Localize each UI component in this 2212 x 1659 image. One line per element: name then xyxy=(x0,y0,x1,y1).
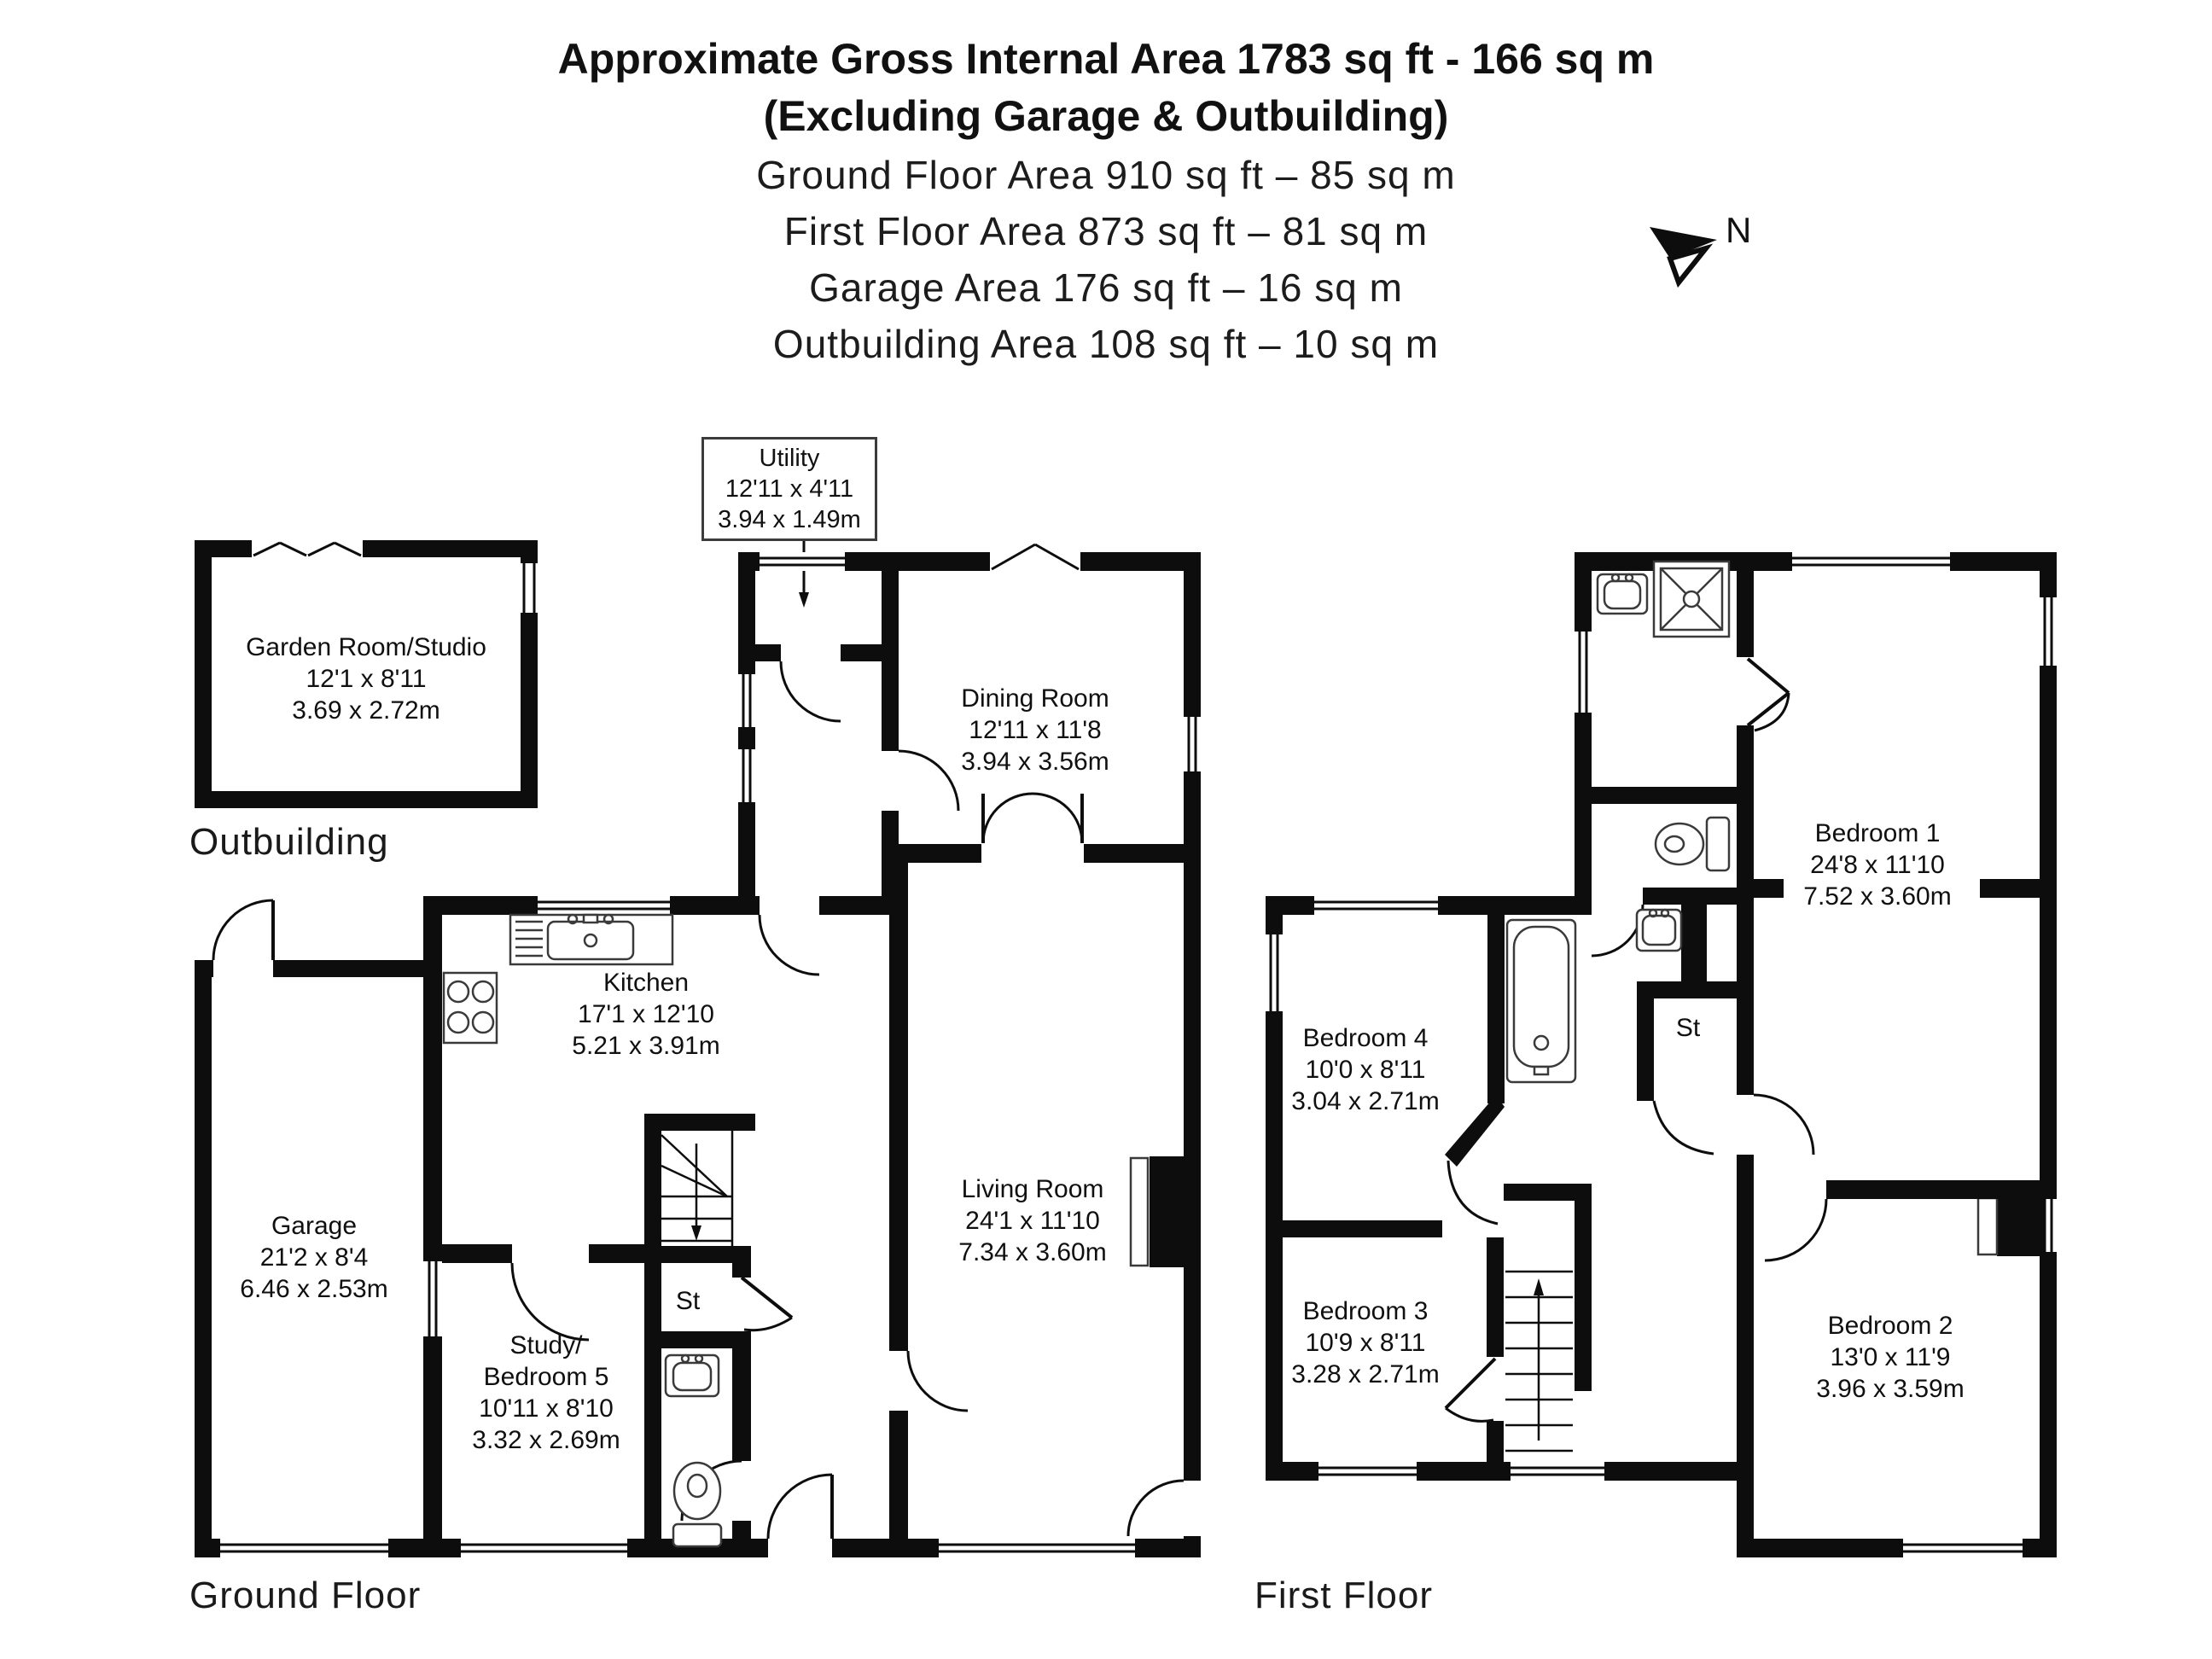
door-arc xyxy=(1126,1479,1185,1537)
wall xyxy=(363,540,538,557)
room-label-bedroom3: Bedroom 3 10'9 x 8'11 3.28 x 2.71m xyxy=(1291,1297,1440,1388)
door-arc xyxy=(779,661,841,723)
casement-window-icon xyxy=(253,541,362,557)
window xyxy=(1129,1156,1150,1267)
basin-fixture xyxy=(1635,908,1683,952)
shower-fixture xyxy=(1652,560,1731,638)
door-arc xyxy=(212,899,274,961)
door-arc xyxy=(1591,904,1644,958)
window xyxy=(1314,896,1438,915)
door-leaf xyxy=(1444,1357,1497,1410)
window xyxy=(939,1539,1135,1557)
door-arc xyxy=(1753,1093,1815,1155)
chimney-breast xyxy=(1997,1196,2045,1256)
caption-ground-floor: Ground Floor xyxy=(189,1575,422,1616)
room-metric: 3.94 x 1.49m xyxy=(718,506,861,533)
utility-callout: Utility 12'11 x 4'11 3.94 x 1.49m xyxy=(701,437,877,541)
outbuilding-plan xyxy=(195,540,538,808)
door-arc xyxy=(510,1262,590,1342)
window xyxy=(760,552,845,571)
room-imperial: 12'11 x 4'11 xyxy=(725,475,854,503)
window xyxy=(1976,1196,1999,1256)
window xyxy=(1792,552,1950,571)
window xyxy=(1511,1462,1604,1481)
basin-fixture xyxy=(1596,573,1649,615)
door-arc xyxy=(1447,1160,1499,1225)
toilet-fixture xyxy=(672,1461,723,1548)
header-line-total-area: Approximate Gross Internal Area 1783 sq … xyxy=(557,35,1655,83)
window xyxy=(461,1539,627,1557)
room-label-study: Study/ Bedroom 5 10'11 x 8'10 3.32 x 2.6… xyxy=(472,1331,620,1454)
room-label-bedroom4: Bedroom 4 10'0 x 8'11 3.04 x 2.71m xyxy=(1291,1024,1440,1115)
door-arc xyxy=(743,1316,793,1332)
header-line-first-area: First Floor Area 873 sq ft – 81 sq m xyxy=(783,209,1429,253)
room-label-dining: Dining Room 12'11 x 11'8 3.94 x 3.56m xyxy=(961,684,1109,776)
door-leaf xyxy=(740,1276,794,1319)
door-arc xyxy=(758,914,820,976)
first-floor-walls xyxy=(1266,552,2057,1557)
first-floor-fixtures xyxy=(1505,560,1731,1084)
caption-first-floor: First Floor xyxy=(1254,1575,1433,1616)
door-arc xyxy=(906,1350,969,1412)
header-line-garage-area: Garage Area 176 sq ft – 16 sq m xyxy=(809,265,1403,310)
window xyxy=(1266,934,1283,1011)
door-arc xyxy=(1754,692,1790,732)
first-floor-stairs xyxy=(1505,1270,1573,1452)
header-line-excluding: (Excluding Garage & Outbuilding) xyxy=(763,92,1449,140)
room-label-bedroom2: Bedroom 2 13'0 x 11'9 3.96 x 3.59m xyxy=(1816,1312,1965,1403)
chimney-breast xyxy=(1150,1156,1201,1267)
room-label-garage: Garage 21'2 x 8'4 6.46 x 2.53m xyxy=(240,1212,388,1303)
window xyxy=(2040,597,2057,666)
window xyxy=(1903,1539,2023,1557)
window xyxy=(423,1261,442,1336)
door-arc xyxy=(1032,792,1084,844)
window xyxy=(738,674,755,727)
room-label-st-first: St xyxy=(1675,1014,1701,1042)
basin-fixture xyxy=(664,1353,720,1398)
door-arc xyxy=(981,792,1033,844)
door-arc xyxy=(898,749,960,812)
stairs-direction-arrow xyxy=(691,1225,701,1241)
stairs-direction-arrow xyxy=(1534,1278,1544,1295)
header-line-outbuilding-area: Outbuilding Area 108 sq ft – 10 sq m xyxy=(772,322,1440,366)
north-arrow-icon xyxy=(1650,227,1717,288)
ground-floor-stairs xyxy=(661,1131,734,1254)
room-label-kitchen: Kitchen 17'1 x 12'10 5.21 x 3.91m xyxy=(572,969,720,1060)
header-line-ground-area: Ground Floor Area 910 sq ft – 85 sq m xyxy=(756,153,1456,197)
room-label-garden-room: Garden Room/Studio 12'1 x 8'11 3.69 x 2.… xyxy=(246,633,486,725)
window xyxy=(538,896,670,915)
window xyxy=(738,749,755,802)
door-arc xyxy=(1764,1198,1828,1262)
hob-fixture xyxy=(442,971,498,1045)
window xyxy=(521,563,538,613)
window xyxy=(1318,1462,1417,1481)
room-label-living: Living Room 24'1 x 11'10 7.34 x 3.60m xyxy=(958,1175,1107,1266)
toilet-fixture xyxy=(1654,816,1731,872)
utility-leader-line xyxy=(799,538,809,608)
wall xyxy=(1445,1095,1505,1167)
wall xyxy=(195,540,212,808)
door-arc xyxy=(1445,1406,1494,1423)
kitchen-sink-fixture xyxy=(509,913,674,966)
caption-outbuilding: Outbuilding xyxy=(189,821,389,863)
door-leaf xyxy=(1746,657,1790,695)
door-leaf xyxy=(1746,691,1790,727)
casement-window-icon xyxy=(991,543,1080,571)
bath-fixture xyxy=(1505,918,1577,1084)
wall xyxy=(195,791,538,808)
room-label-st-ground: St xyxy=(675,1287,701,1315)
ground-floor-fixtures xyxy=(442,913,723,1548)
door-arc xyxy=(1652,1100,1714,1155)
ground-floor-walls xyxy=(195,543,1201,1557)
north-label: N xyxy=(1726,210,1752,250)
door-arc xyxy=(766,1473,833,1540)
window xyxy=(1575,632,1592,713)
window xyxy=(220,1539,388,1557)
room-label-bedroom1: Bedroom 1 24'8 x 11'10 7.52 x 3.60m xyxy=(1803,819,1952,911)
room-name: Utility xyxy=(759,445,820,472)
window xyxy=(1184,717,1201,771)
